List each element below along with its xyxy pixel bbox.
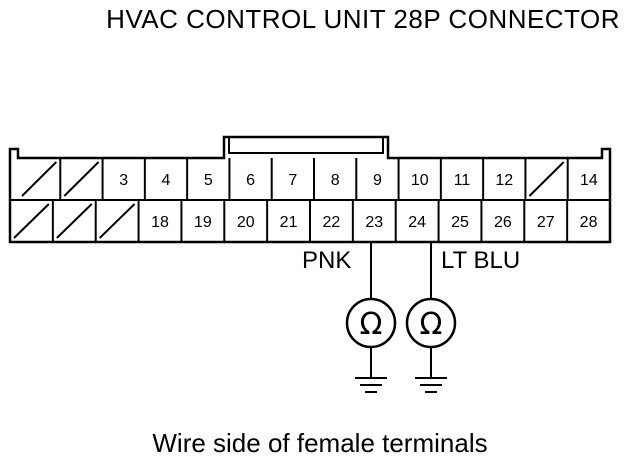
diagram-title: HVAC CONTROL UNIT 28P CONNECTOR <box>106 4 620 34</box>
ohm-symbol: Ω <box>420 307 443 342</box>
pin-label-5: 5 <box>204 172 213 189</box>
wire-color-label-lt-blu: LT BLU <box>441 247 520 274</box>
ground-icon <box>415 377 447 393</box>
probe-pin-23: PNK Ω <box>302 242 397 393</box>
pin-label-28: 28 <box>580 214 598 231</box>
pin-label-21: 21 <box>280 214 298 231</box>
blank-cavity <box>13 203 50 239</box>
pin-label-20: 20 <box>237 214 255 231</box>
pin-label-9: 9 <box>373 172 382 189</box>
top-row-cells: 3 4 5 6 7 8 9 10 11 12 14 <box>21 158 598 200</box>
pin-label-11: 11 <box>454 172 471 189</box>
pin-label-25: 25 <box>451 214 469 231</box>
pin-label-24: 24 <box>408 214 426 231</box>
pin-label-19: 19 <box>194 214 212 231</box>
blank-cavity <box>99 203 136 239</box>
pin-label-8: 8 <box>331 172 340 189</box>
probe-pin-24: LT BLU Ω <box>405 242 520 393</box>
pin-label-6: 6 <box>246 172 255 189</box>
pin-label-7: 7 <box>288 172 297 189</box>
bottom-row-cells: 18 19 20 21 22 23 24 25 26 27 28 <box>13 200 598 242</box>
pin-label-22: 22 <box>323 214 341 231</box>
pin-label-26: 26 <box>494 214 512 231</box>
pin-label-14: 14 <box>580 172 598 189</box>
pin-label-10: 10 <box>411 172 429 189</box>
wire-color-label-pnk: PNK <box>302 247 351 274</box>
blank-cavity <box>63 161 100 197</box>
pin-label-18: 18 <box>151 214 169 231</box>
blank-cavity <box>56 203 93 239</box>
pin-label-3: 3 <box>119 172 128 189</box>
blank-cavity <box>21 161 57 197</box>
ground-icon <box>355 377 387 393</box>
pin-label-4: 4 <box>162 172 171 189</box>
pin-label-23: 23 <box>365 214 383 231</box>
pin-label-27: 27 <box>537 214 555 231</box>
pin-label-12: 12 <box>495 172 513 189</box>
blank-cavity <box>528 161 565 197</box>
diagram-caption: Wire side of female terminals <box>152 428 488 458</box>
ohm-symbol: Ω <box>360 307 383 342</box>
